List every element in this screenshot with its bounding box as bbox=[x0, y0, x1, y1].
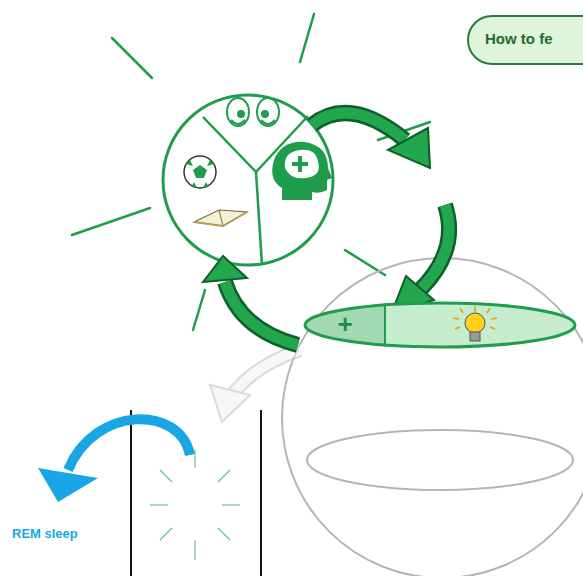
rem-arrow bbox=[38, 419, 190, 502]
glass-container bbox=[131, 410, 261, 576]
activity-circle bbox=[163, 95, 333, 265]
heading-pill: How to fe bbox=[467, 15, 583, 65]
brain-head-icon bbox=[272, 142, 332, 200]
plus-sign: + bbox=[305, 309, 385, 339]
sphere-outline bbox=[282, 258, 583, 576]
book-icon bbox=[194, 210, 247, 226]
faded-arrow bbox=[210, 350, 300, 422]
heading-text: How to fe bbox=[485, 30, 553, 47]
faces-icon bbox=[227, 98, 279, 126]
ray-lines bbox=[72, 14, 430, 330]
lower-ellipse bbox=[307, 430, 573, 490]
soccer-ball-icon bbox=[184, 156, 216, 188]
rem-sleep-label: REM sleep bbox=[12, 526, 78, 541]
lightbulb-icon bbox=[453, 306, 497, 341]
ellipse-band: + bbox=[305, 303, 575, 347]
